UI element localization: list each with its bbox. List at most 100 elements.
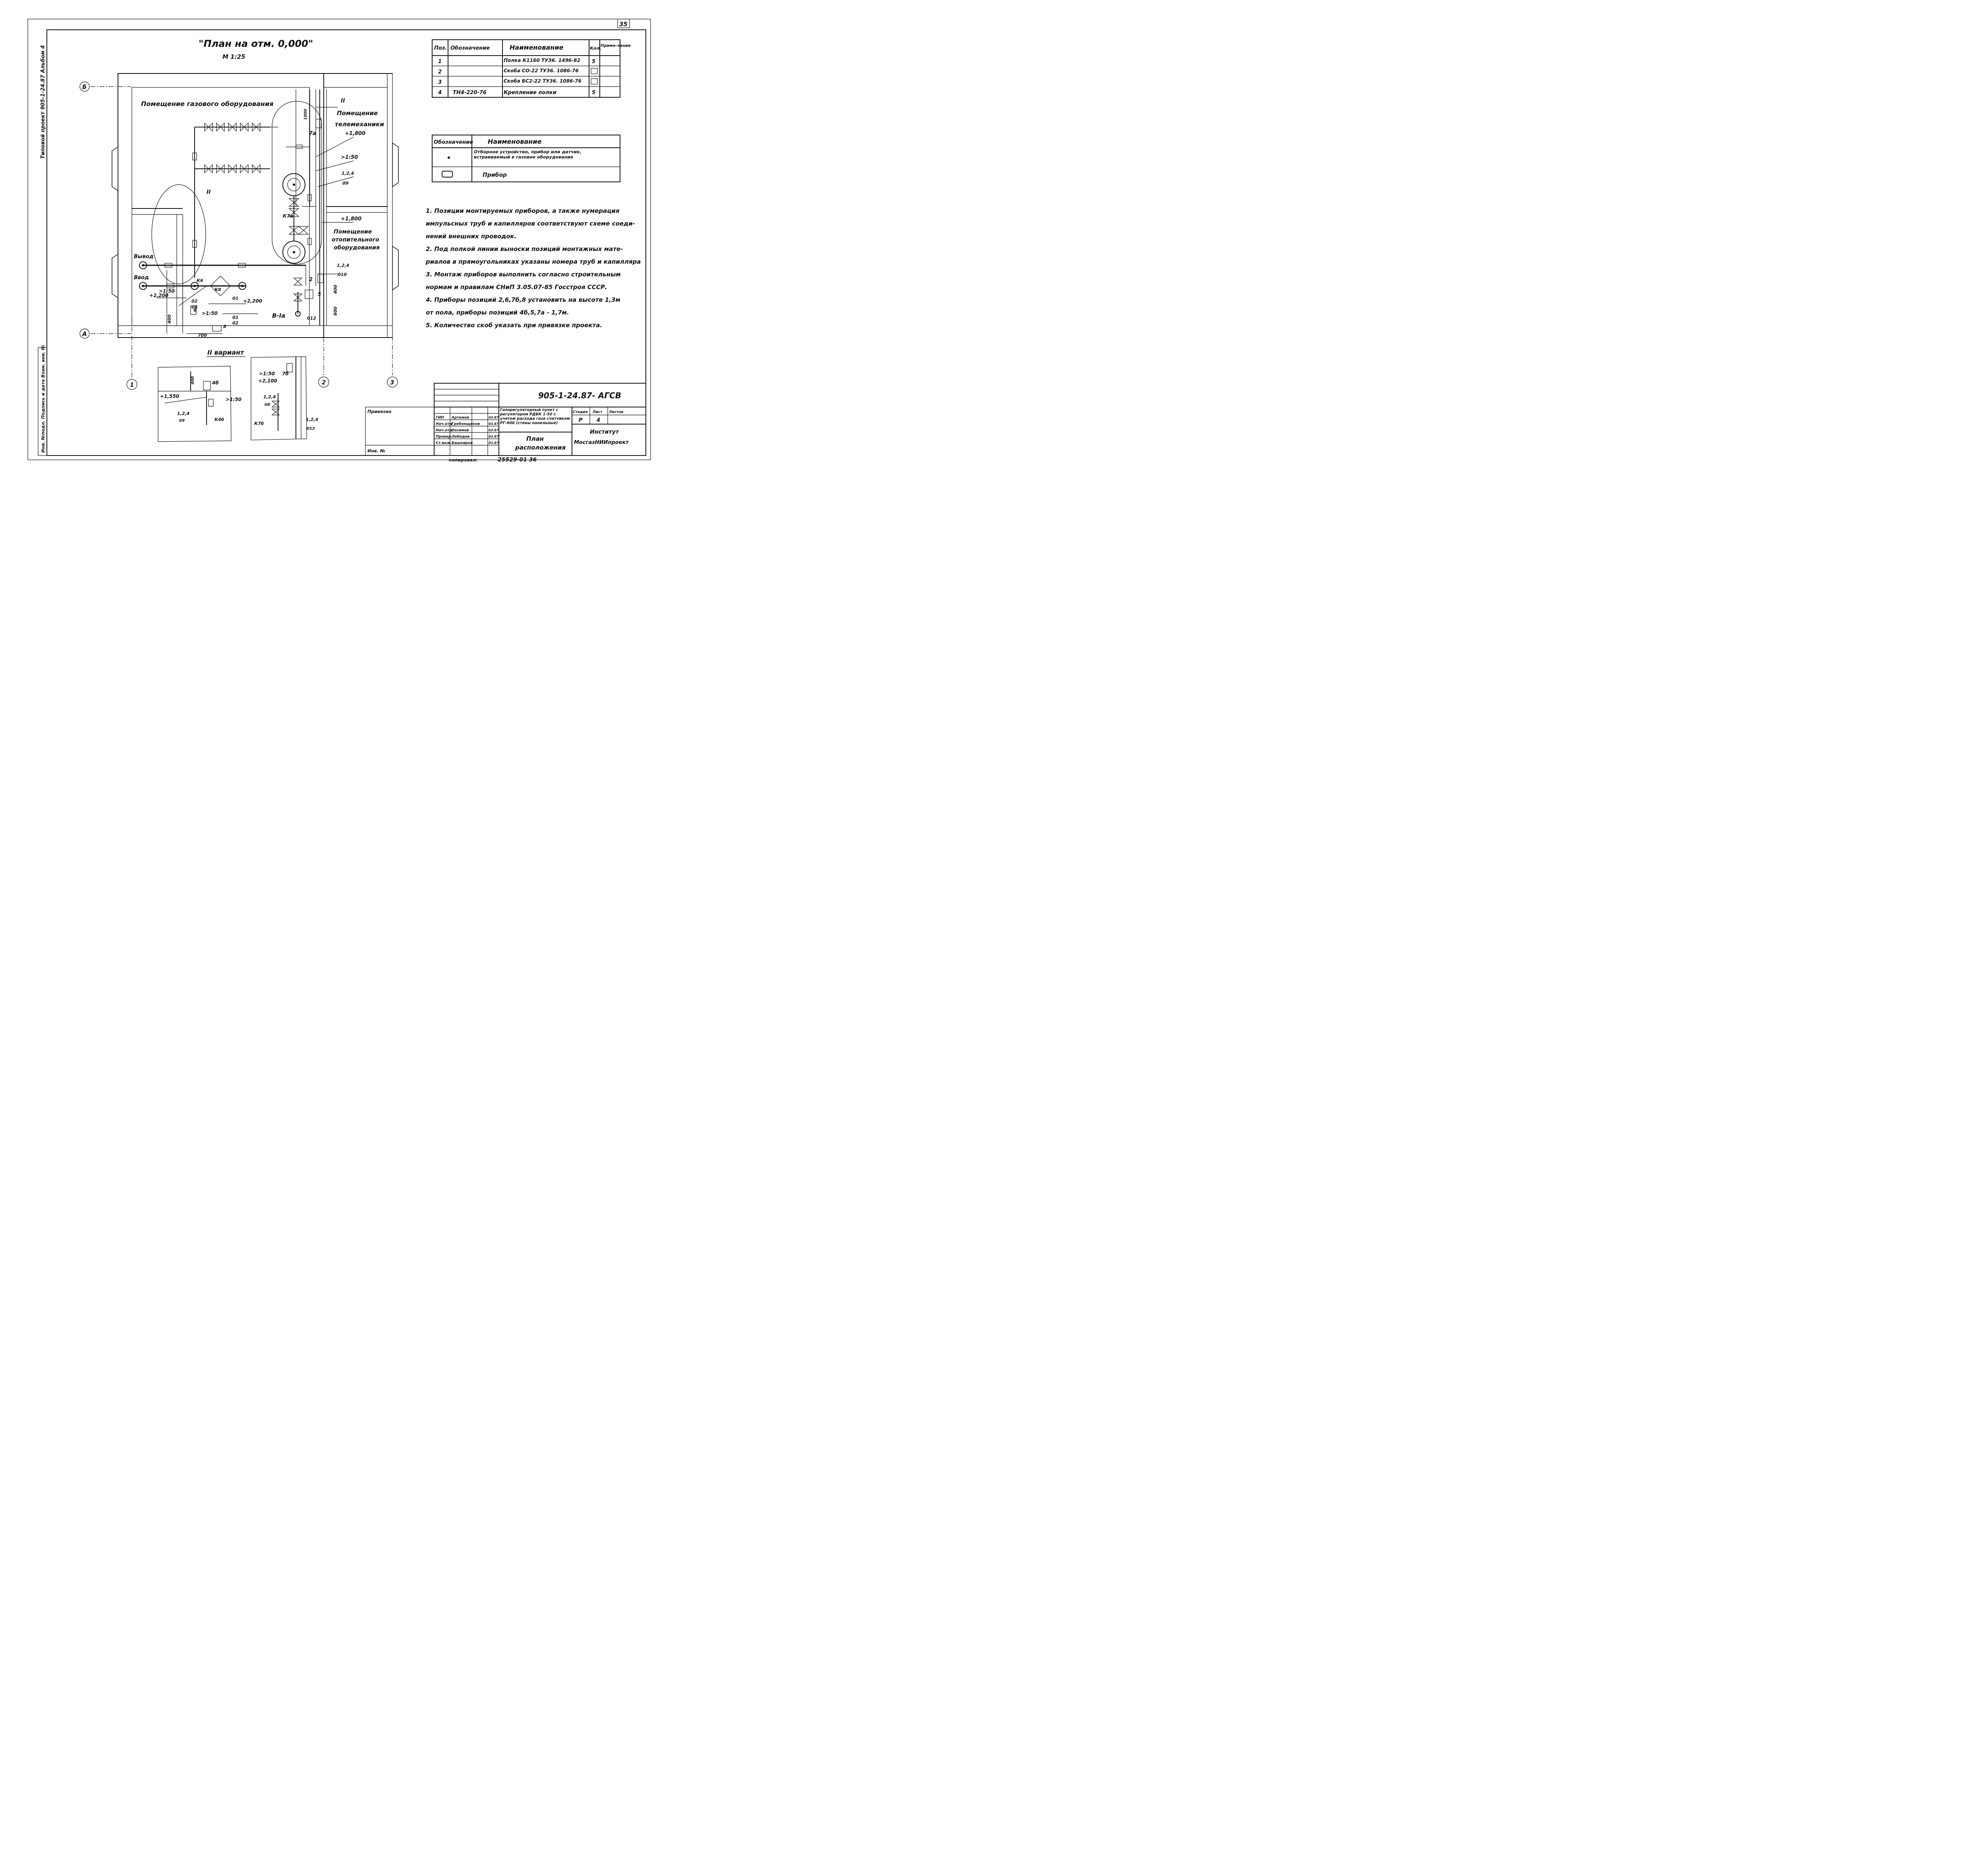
date-4: 03.87 xyxy=(489,441,499,445)
callout-700: 700 xyxy=(198,333,207,338)
callout-level-2200-b: +2,200 xyxy=(243,298,262,304)
legend-rect-symbol xyxy=(442,171,453,178)
callout-outlet: Вывод xyxy=(134,254,153,260)
axis-bubble-2: 2 xyxy=(318,376,329,388)
callout-pos-124-b: 1,2,4 xyxy=(337,263,349,268)
svg-text:+2,100: +2,100 xyxy=(258,378,277,384)
room-label-heating-1: Помещение xyxy=(334,229,372,235)
inlet-pipe-end xyxy=(139,282,147,290)
note-line-3: нений внешних проводок. xyxy=(426,233,517,240)
legend-row-2-text: Прибор xyxy=(483,172,507,178)
spec-header-pos: Поз. xyxy=(434,45,447,51)
callout-slope-a: >1:50 xyxy=(341,154,358,160)
note-line-7: нормам и правилам СНиП 3.05.07-85 Госстр… xyxy=(426,284,607,291)
spec-row-2-qty-box xyxy=(591,68,598,74)
valve-symbols xyxy=(204,122,309,301)
page-number-box xyxy=(617,19,630,28)
spec-row-1-pos: 1 xyxy=(438,59,442,65)
room-label-telemech-1: Помещение xyxy=(337,110,378,117)
name-2: Зосимов xyxy=(452,428,469,432)
side-stamp: Инв. №подл. Подпись и дата Взам. инв. № xyxy=(41,345,46,453)
svg-text:+1,550: +1,550 xyxy=(160,394,179,399)
variant-detail-right: 7б >1:50 +2,100 1,2,4 08 К7б 1,2,4 012 xyxy=(251,356,318,440)
page-number: 35 xyxy=(619,21,628,28)
date-0: 03.87 xyxy=(489,416,499,419)
institute-name: МосгазНИИпроект xyxy=(574,440,629,446)
callout-02-a: 02 xyxy=(191,299,198,304)
svg-text:К7б: К7б xyxy=(254,421,264,426)
sheets-header: Листов xyxy=(609,410,624,414)
spec-row-3-qty-box xyxy=(591,78,598,85)
name-1: Гребенщиков xyxy=(452,422,480,426)
svg-text:2: 2 xyxy=(322,379,326,386)
callout-ii-left: II xyxy=(207,189,211,195)
role-4: Ст.инж. xyxy=(436,441,452,445)
callout-level-1800-a: +1,800 xyxy=(345,131,365,137)
room-label-telemech-2: телемеханики xyxy=(335,121,384,128)
variant-detail-left: 400 4б +1,550 >1:50 1,2,4 09 К4б xyxy=(158,366,241,442)
callout-inlet: Ввод xyxy=(134,275,149,281)
spec-row-2-name: Скоба СО-22 ТУ36. 1086-76 xyxy=(504,68,579,73)
variant-title: II вариант xyxy=(207,349,245,356)
sheet-value: 4 xyxy=(596,417,600,423)
spec-row-1-name: Полка К1160 ТУ36. 1496-82 xyxy=(504,58,580,63)
plan-scale: М 1:25 xyxy=(222,53,245,60)
callout-01-b: 01 xyxy=(232,315,238,320)
callout-010: 010 xyxy=(338,272,347,277)
note-line-10: 5. Количество скоб указать при привязке … xyxy=(426,322,603,329)
callout-8: 8 xyxy=(223,324,226,329)
callout-1000: 1000 xyxy=(303,109,308,120)
note-line-8: 4. Приборы позиций 2,6,7б,8 установить н… xyxy=(426,296,620,303)
svg-text:Б: Б xyxy=(82,83,87,91)
svg-text:1,2,4: 1,2,4 xyxy=(306,417,318,422)
svg-text:1: 1 xyxy=(130,381,134,388)
callout-7a: 7а xyxy=(309,131,316,137)
callout-level-2200-a: +2,200 xyxy=(149,293,168,298)
room-label-heating-2: отопительного xyxy=(332,237,379,243)
axis-bubble-3: 3 xyxy=(387,376,398,388)
plan-callouts: II II 7а 1000 +1,800 >1:50 1,2,4 09 +1,8… xyxy=(134,98,365,338)
callout-400-left: 400 xyxy=(167,315,172,324)
role-0: ГИП xyxy=(436,416,444,420)
svg-text:09: 09 xyxy=(179,419,185,423)
institute-label: Институт xyxy=(590,429,619,435)
stage-value: Р xyxy=(579,417,583,423)
legend-header-symbol: Обозначение xyxy=(434,139,473,145)
note-line-4: 2. Под полкой линии выноски позиций монт… xyxy=(426,245,623,253)
svg-text:А: А xyxy=(82,330,87,338)
legend-header-name: Наименование xyxy=(488,138,542,145)
room-label-gas: Помещение газового оборудования xyxy=(141,100,273,108)
callout-6: 6 xyxy=(193,307,197,313)
note-line-9: от пола, приборы позиций 4б,5,7а - 1,7м. xyxy=(426,309,569,316)
note-line-1: 1. Позиции монтируемых приборов, а также… xyxy=(426,207,620,214)
axis-bubble-1: 1 xyxy=(126,379,137,390)
inventory-label: Инв. № xyxy=(367,448,385,454)
spec-table: Поз. Обозначение Наименование Кол. Приме… xyxy=(432,39,631,98)
callout-2: 2 xyxy=(309,277,313,283)
svg-text:К4б: К4б xyxy=(214,417,224,422)
callout-ii-top: II xyxy=(341,98,345,104)
note-line-2: импульсных труб и капилляров соответству… xyxy=(426,220,635,227)
side-stamp-box xyxy=(38,347,47,456)
date-1: 03.87 xyxy=(489,422,499,426)
callout-k7a: К7а xyxy=(283,213,293,219)
spec-row-1-qty: 5 xyxy=(592,59,595,65)
svg-text:08: 08 xyxy=(265,403,270,407)
spec-header-qty: Кол. xyxy=(590,46,601,51)
callout-02-b: 02 xyxy=(232,320,239,326)
copied-label: копировал: xyxy=(449,457,478,463)
name-4: Башкиров xyxy=(452,441,473,445)
callout-k6: К6 xyxy=(197,278,203,283)
spec-header-note: Приме-чание xyxy=(601,44,631,48)
callout-slope-b: >1:50 xyxy=(159,288,175,294)
spec-row-4-qty: 5 xyxy=(592,90,595,96)
name-3: Лебедев xyxy=(451,434,469,439)
object-name: Газорегуляторный пункт с регулятором РДБ… xyxy=(500,408,570,425)
svg-text:3: 3 xyxy=(390,379,394,386)
note-line-5: риалов в прямоугольниках указаны номера … xyxy=(426,258,641,265)
callout-pos-124-a: 1,2,4 xyxy=(342,171,354,176)
axis-bubble-a: А xyxy=(79,328,90,339)
sheet-header: Лист xyxy=(592,410,603,414)
spec-row-4-name: Крепление полки xyxy=(504,90,556,96)
callout-800: 800 xyxy=(333,307,338,316)
